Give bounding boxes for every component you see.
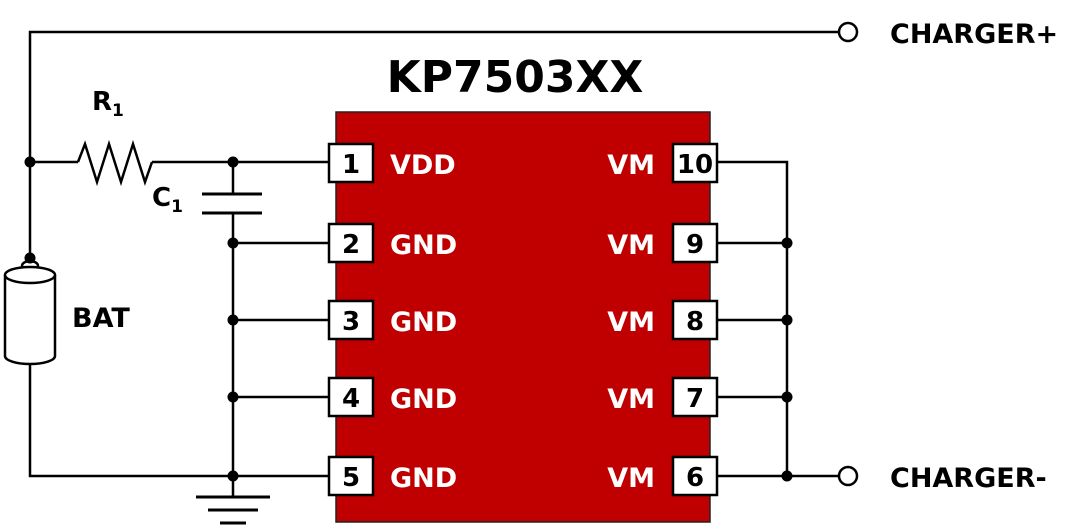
pin-10-label: VM	[607, 150, 655, 181]
charger-minus-terminal	[837, 465, 859, 487]
chip-body	[335, 111, 711, 523]
pin-6-box	[671, 455, 719, 497]
pin-9-number: 9	[686, 230, 704, 260]
pin-7-number: 7	[686, 384, 704, 414]
battery-label: BAT	[72, 303, 130, 334]
pin-1-box	[327, 142, 375, 184]
pin-4-number: 4	[342, 384, 360, 414]
charger-plus-label: CHARGER+	[890, 19, 1058, 50]
wire-charger-plus	[28, 30, 838, 162]
junction-pin7	[781, 391, 793, 403]
pin-3-label: GND	[390, 307, 457, 338]
pin-1-label: VDD	[390, 150, 456, 181]
pin-6-number: 6	[686, 463, 704, 493]
pin-1-number: 1	[342, 150, 360, 180]
junction-pin9	[781, 237, 793, 249]
charger-plus-terminal	[837, 21, 859, 43]
pin-6-label: VM	[607, 463, 655, 494]
resistor-r1	[76, 139, 154, 187]
chip-title: KP7503XX	[387, 52, 644, 103]
pin-7-label: VM	[607, 384, 655, 415]
pin-5-box	[327, 455, 375, 497]
r1-label: R1	[92, 87, 124, 121]
pin-8-box	[671, 299, 719, 341]
battery-icon	[3, 252, 57, 366]
pin-8-label: VM	[607, 307, 655, 338]
pin-10-number: 10	[677, 150, 713, 180]
pin-4-box	[327, 376, 375, 418]
pin-9-box	[671, 222, 719, 264]
pin-3-box	[327, 299, 375, 341]
junction-pin6	[781, 470, 793, 482]
junction-pin8	[781, 314, 793, 326]
pin-10-box	[671, 142, 719, 184]
pin-2-number: 2	[342, 230, 360, 260]
wire-pin10-to-bus	[710, 160, 789, 476]
charger-minus-label: CHARGER-	[890, 463, 1047, 494]
pin-8-number: 8	[686, 307, 704, 337]
pin-7-box	[671, 376, 719, 418]
pin-5-label: GND	[390, 463, 457, 494]
pin-3-number: 3	[342, 307, 360, 337]
pin-4-label: GND	[390, 384, 457, 415]
wire-bat-minus	[28, 364, 233, 478]
c1-label: C1	[152, 183, 183, 217]
pin-2-box	[327, 222, 375, 264]
pin-9-label: VM	[607, 230, 655, 261]
pin-2-label: GND	[390, 230, 457, 261]
pin-5-number: 5	[342, 463, 360, 493]
